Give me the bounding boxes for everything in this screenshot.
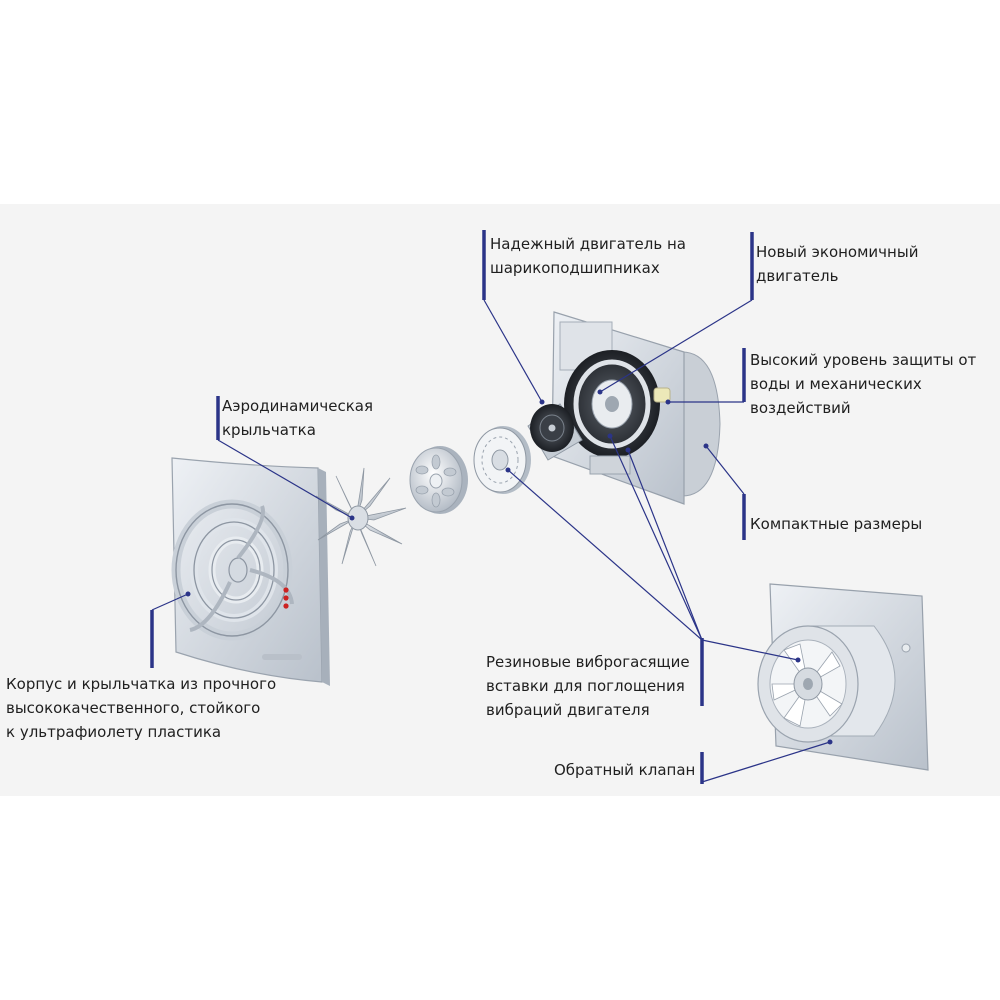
leader-rubber-4	[701, 639, 799, 661]
leader-check-valve	[701, 741, 831, 783]
hub-disc-part	[409, 446, 468, 514]
motor-bearings-part	[527, 403, 583, 461]
label-protection: Высокий уровень защиты от воды и механич…	[750, 351, 977, 417]
label-impeller: Аэродинамическая крыльчатка	[222, 397, 373, 439]
leader-rubber-2	[627, 449, 703, 641]
brand-logo-plate	[262, 654, 302, 660]
leader-rubber-1	[609, 435, 703, 641]
rubber-damper-disc	[473, 426, 531, 494]
leader-economy-motor	[599, 299, 753, 393]
leader-lines	[151, 299, 831, 783]
motor-capacitor	[653, 387, 671, 403]
label-check-valve: Обратный клапан	[554, 761, 696, 779]
label-economy-motor: Новый экономичный двигатель	[756, 243, 919, 285]
front-panel-housing	[171, 457, 330, 686]
indicator-leds	[283, 587, 289, 609]
label-compact: Компактные размеры	[750, 515, 923, 533]
front-grille-rings	[171, 499, 294, 641]
leader-impeller	[217, 439, 353, 519]
leader-housing	[151, 593, 189, 611]
leader-compact	[705, 445, 745, 495]
leader-rubber-3	[507, 469, 703, 641]
label-motor-bearings: Надежный двигатель на шарикоподшипниках	[490, 235, 686, 277]
impeller-part	[315, 467, 407, 567]
label-housing: Корпус и крыльчатка из прочного высокока…	[6, 675, 277, 741]
leader-dots	[185, 389, 833, 745]
motor-unit	[551, 311, 721, 505]
rear-view-fan	[757, 583, 929, 771]
leader-motor-bearings	[483, 299, 543, 403]
label-rubber-dampers: Резиновые виброгасящие вставки для погло…	[486, 653, 690, 719]
accent-bars	[150, 230, 754, 784]
